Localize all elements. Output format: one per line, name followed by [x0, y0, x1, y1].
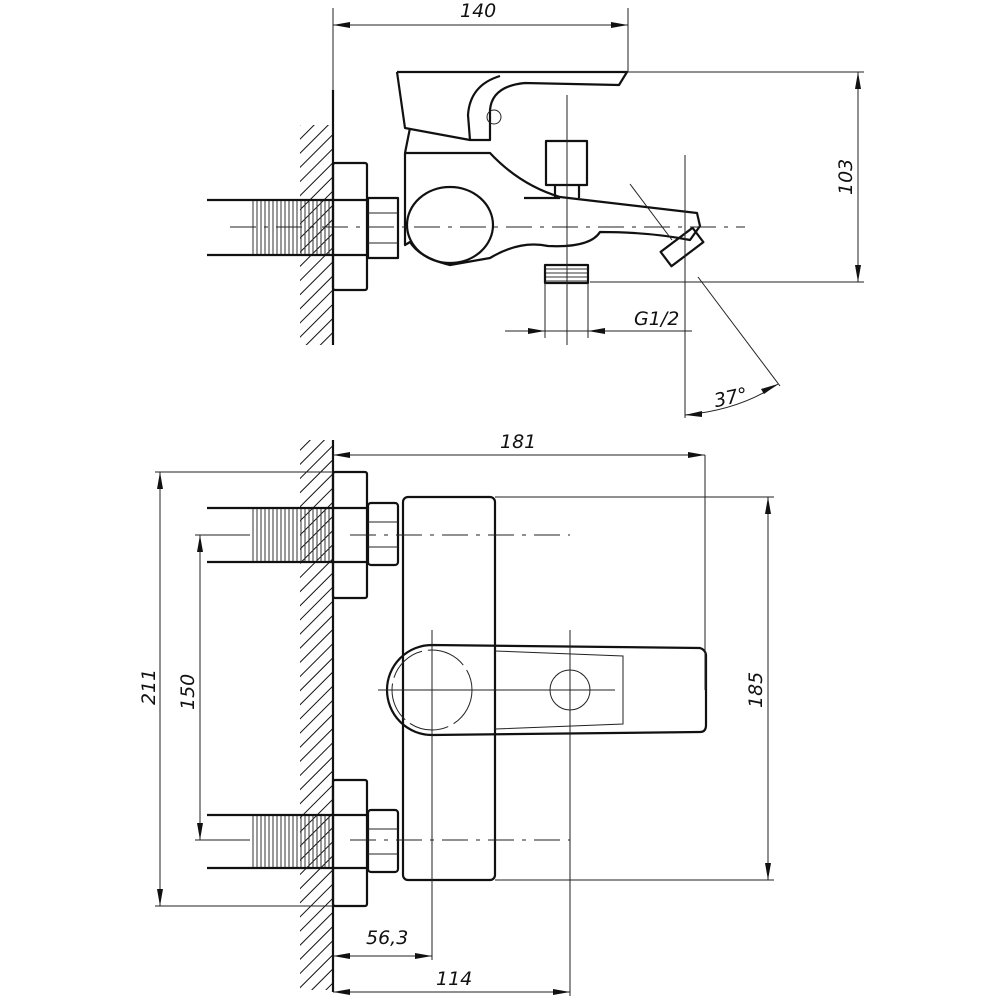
dimension-114: 114: [333, 968, 570, 995]
mixer-body: [401, 495, 497, 882]
dim-label-g1-2: G1/2: [634, 308, 679, 330]
dim-label-181: 181: [500, 431, 536, 453]
dim-label-114: 114: [436, 968, 472, 990]
nut-top: [366, 501, 400, 567]
lever-handle: [395, 70, 629, 142]
mixer-body: [403, 127, 702, 267]
lever-screw: [486, 109, 502, 125]
dimension-103: 103: [590, 71, 864, 283]
front-view: 181 211 150 185: [138, 431, 774, 996]
dim-label-185: 185: [745, 672, 767, 708]
dim-label-103: 103: [835, 159, 857, 195]
dim-label-211: 211: [138, 669, 160, 705]
dim-label-140: 140: [460, 0, 496, 22]
dim-label-37: 37°: [712, 384, 750, 413]
dimension-150: 150: [177, 534, 250, 841]
inlet-pipe: [207, 198, 368, 257]
hex-nut: [366, 196, 400, 260]
dimension-140: 140: [332, 0, 629, 90]
dim-label-56-3: 56,3: [366, 927, 408, 949]
inlet-pipe-bottom: [207, 813, 368, 870]
lever-handle: [385, 643, 708, 737]
dim-label-150: 150: [177, 674, 199, 710]
flange-bottom: [331, 778, 369, 908]
side-view: 140 103 G1/2 37°: [207, 0, 864, 418]
nut-bottom: [366, 808, 400, 874]
dimension-181: 181: [333, 431, 706, 690]
cartridge-housing: [405, 185, 495, 265]
dimension-56-3: 56,3: [333, 927, 432, 959]
dimension-g1-2: G1/2: [505, 283, 692, 338]
dimension-angle-37: 37°: [629, 155, 781, 418]
aerator: [659, 226, 705, 268]
inlet-pipe-top: [207, 506, 368, 564]
dimension-185: 185: [495, 496, 774, 881]
dimension-211: 211: [138, 471, 333, 907]
